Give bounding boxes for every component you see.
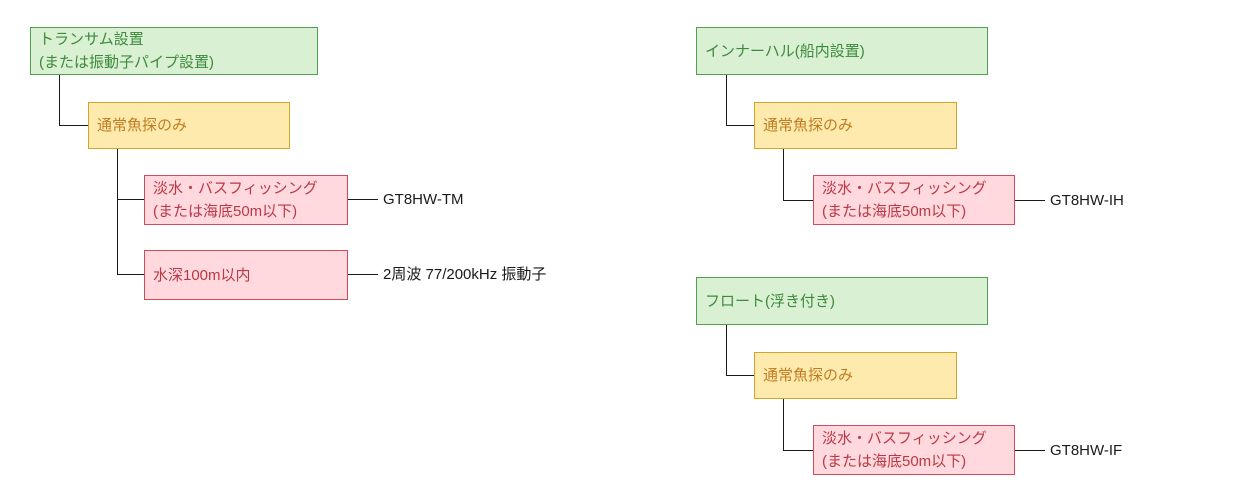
connector-line	[783, 200, 813, 201]
connector-line	[1015, 200, 1045, 201]
node-transom-freshwater: 淡水・バスフィッシング (または海底50m以下)	[144, 175, 348, 225]
connector-line	[117, 274, 144, 275]
connector-line	[726, 375, 754, 376]
node-label: (または振動子パイプ設置)	[39, 54, 214, 71]
node-label: トランサム設置	[39, 31, 144, 48]
connector-line	[59, 125, 88, 126]
connector-line	[783, 149, 784, 201]
node-float-sounder-only: 通常魚探のみ	[754, 352, 957, 399]
connector-line	[783, 450, 813, 451]
node-transom-root: トランサム設置 (または振動子パイプ設置)	[30, 27, 318, 75]
connector-line	[117, 149, 118, 275]
node-float-freshwater: 淡水・バスフィッシング (または海底50m以下)	[813, 425, 1015, 475]
connector-line	[59, 75, 60, 126]
node-label: (または海底50m以下)	[153, 203, 298, 220]
node-label: 通常魚探のみ	[763, 117, 854, 134]
connector-line	[783, 399, 784, 451]
result-label: GT8HW-IH	[1050, 192, 1124, 209]
node-label: 通常魚探のみ	[763, 367, 854, 384]
node-label: 淡水・バスフィッシング	[822, 430, 987, 447]
connector-line	[1015, 450, 1045, 451]
node-transom-depth100: 水深100m以内	[144, 250, 348, 300]
connector-line	[726, 325, 727, 376]
connector-line	[117, 199, 144, 200]
connector-line	[726, 125, 754, 126]
node-label: 淡水・バスフィッシング	[153, 180, 318, 197]
node-label: フロート(浮き付き)	[705, 292, 835, 310]
node-inner-hull-root: インナーハル(船内設置)	[696, 27, 988, 75]
node-label: (または海底50m以下)	[822, 453, 967, 470]
node-label: 淡水・バスフィッシング	[822, 180, 987, 197]
result-label: GT8HW-TM	[383, 191, 464, 208]
node-label: 通常魚探のみ	[97, 117, 188, 134]
connector-line	[348, 274, 378, 275]
result-label: GT8HW-IF	[1050, 442, 1123, 459]
connector-line	[348, 199, 378, 200]
node-inner-hull-freshwater: 淡水・バスフィッシング (または海底50m以下)	[813, 175, 1015, 225]
node-label: インナーハル(船内設置)	[705, 42, 865, 60]
connector-line	[726, 75, 727, 126]
node-transom-sounder-only: 通常魚探のみ	[88, 102, 290, 149]
node-float-root: フロート(浮き付き)	[696, 277, 988, 325]
node-label: (または海底50m以下)	[822, 203, 967, 220]
node-inner-hull-sounder-only: 通常魚探のみ	[754, 102, 957, 149]
node-label: 水深100m以内	[153, 266, 251, 284]
result-label: 2周波 77/200kHz 振動子	[383, 266, 547, 283]
